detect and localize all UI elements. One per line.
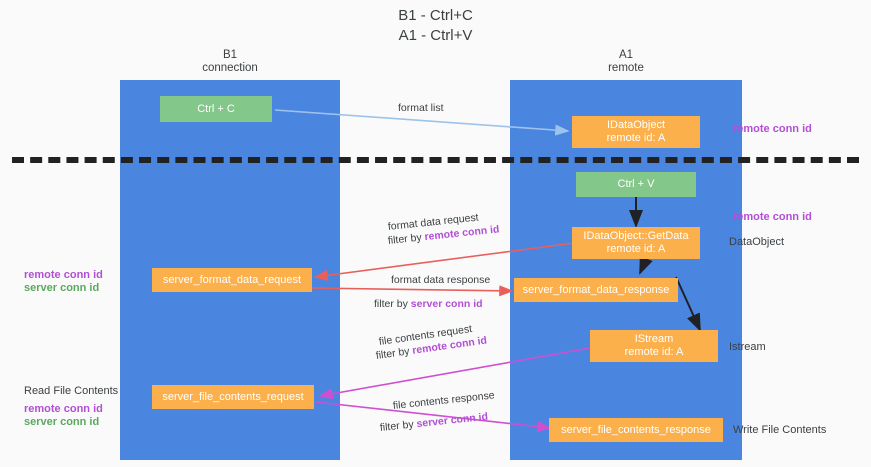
column-a1-role: remote bbox=[608, 62, 644, 74]
filter-prefix: filter by bbox=[374, 298, 411, 310]
box-server-file-contents-response-label: server_file_contents_response bbox=[561, 423, 711, 436]
box-istream-remote-id: remote id: A bbox=[624, 346, 684, 358]
arrow-file-contents-request bbox=[318, 347, 591, 400]
box-server-format-data-request-label: server_format_data_request bbox=[162, 273, 302, 286]
box-server-file-contents-request-label: server_file_contents_request bbox=[162, 390, 304, 403]
title-line-2: A1 - Ctrl+V bbox=[398, 27, 473, 44]
arrow-file-contents-response bbox=[315, 401, 552, 433]
filter-key-server-conn-id: server conn id bbox=[410, 298, 483, 310]
box-ctrl-v-label: Ctrl + V bbox=[617, 178, 655, 190]
column-header-a1: A1 remote bbox=[510, 49, 742, 75]
label-right-dataobject: DataObject bbox=[729, 236, 785, 248]
box-server-format-data-request[interactable]: server_format_data_request bbox=[152, 268, 312, 292]
label-left-server-conn-id-bottom: server conn id bbox=[24, 416, 100, 428]
box-idataobject-getdata[interactable]: IDataObject::GetData remote id: A bbox=[572, 227, 700, 259]
box-server-file-contents-request[interactable]: server_file_contents_request bbox=[152, 385, 314, 409]
phase-divider bbox=[12, 157, 859, 163]
column-a1-name: A1 bbox=[618, 49, 634, 61]
box-server-file-contents-response[interactable]: server_file_contents_response bbox=[549, 418, 723, 442]
arrow-format-data-response bbox=[311, 285, 514, 297]
box-server-format-data-response-label: server_format_data_response bbox=[522, 283, 670, 296]
label-right-remote-conn-id-mid: remote conn id bbox=[733, 211, 812, 223]
box-istream[interactable]: IStream remote id: A bbox=[590, 330, 718, 362]
page-title: B1 - Ctrl+C A1 - Ctrl+V bbox=[0, 6, 871, 46]
label-left-remote-conn-id-mid: remote conn id bbox=[24, 269, 103, 281]
box-ctrl-c[interactable]: Ctrl + C bbox=[160, 96, 272, 122]
label-format-list: format list bbox=[398, 102, 444, 114]
label-format-data-response-filter: filter by server conn id bbox=[374, 298, 483, 311]
column-b1-role: connection bbox=[202, 62, 258, 74]
box-server-format-data-response[interactable]: server_format_data_response bbox=[514, 278, 678, 302]
box-istream-name: IStream bbox=[634, 333, 674, 345]
label-left-server-conn-id-mid: server conn id bbox=[24, 282, 100, 294]
box-ctrl-c-label: Ctrl + C bbox=[197, 102, 235, 115]
box-idataobject-remote-id: remote id: A bbox=[606, 132, 666, 144]
column-header-b1: B1 connection bbox=[120, 49, 340, 75]
box-ctrl-v[interactable]: Ctrl + V bbox=[576, 172, 696, 197]
box-getdata-name: IDataObject::GetData bbox=[583, 230, 689, 242]
arrow-getdata-to-response bbox=[639, 255, 653, 275]
box-idataobject-name: IDataObject bbox=[606, 119, 666, 131]
arrow-format-list bbox=[274, 109, 570, 136]
label-right-istream: Istream bbox=[729, 341, 766, 353]
label-left-remote-conn-id-bottom: remote conn id bbox=[24, 403, 103, 415]
column-b1-name: B1 bbox=[222, 49, 238, 61]
label-right-write-file-contents: Write File Contents bbox=[733, 424, 827, 436]
title-line-1: B1 - Ctrl+C bbox=[398, 7, 473, 24]
label-left-read-file-contents: Read File Contents bbox=[24, 385, 119, 397]
arrow-response-to-istream bbox=[675, 276, 701, 332]
box-getdata-remote-id: remote id: A bbox=[606, 243, 666, 255]
filter-prefix: filter by bbox=[379, 418, 418, 434]
label-right-remote-conn-id-top: remote conn id bbox=[733, 123, 812, 135]
filter-prefix: filter by bbox=[387, 231, 426, 247]
arrow-format-data-request bbox=[313, 242, 575, 281]
label-format-data-response: format data response bbox=[391, 274, 491, 286]
box-idataobject[interactable]: IDataObject remote id: A bbox=[572, 116, 700, 148]
